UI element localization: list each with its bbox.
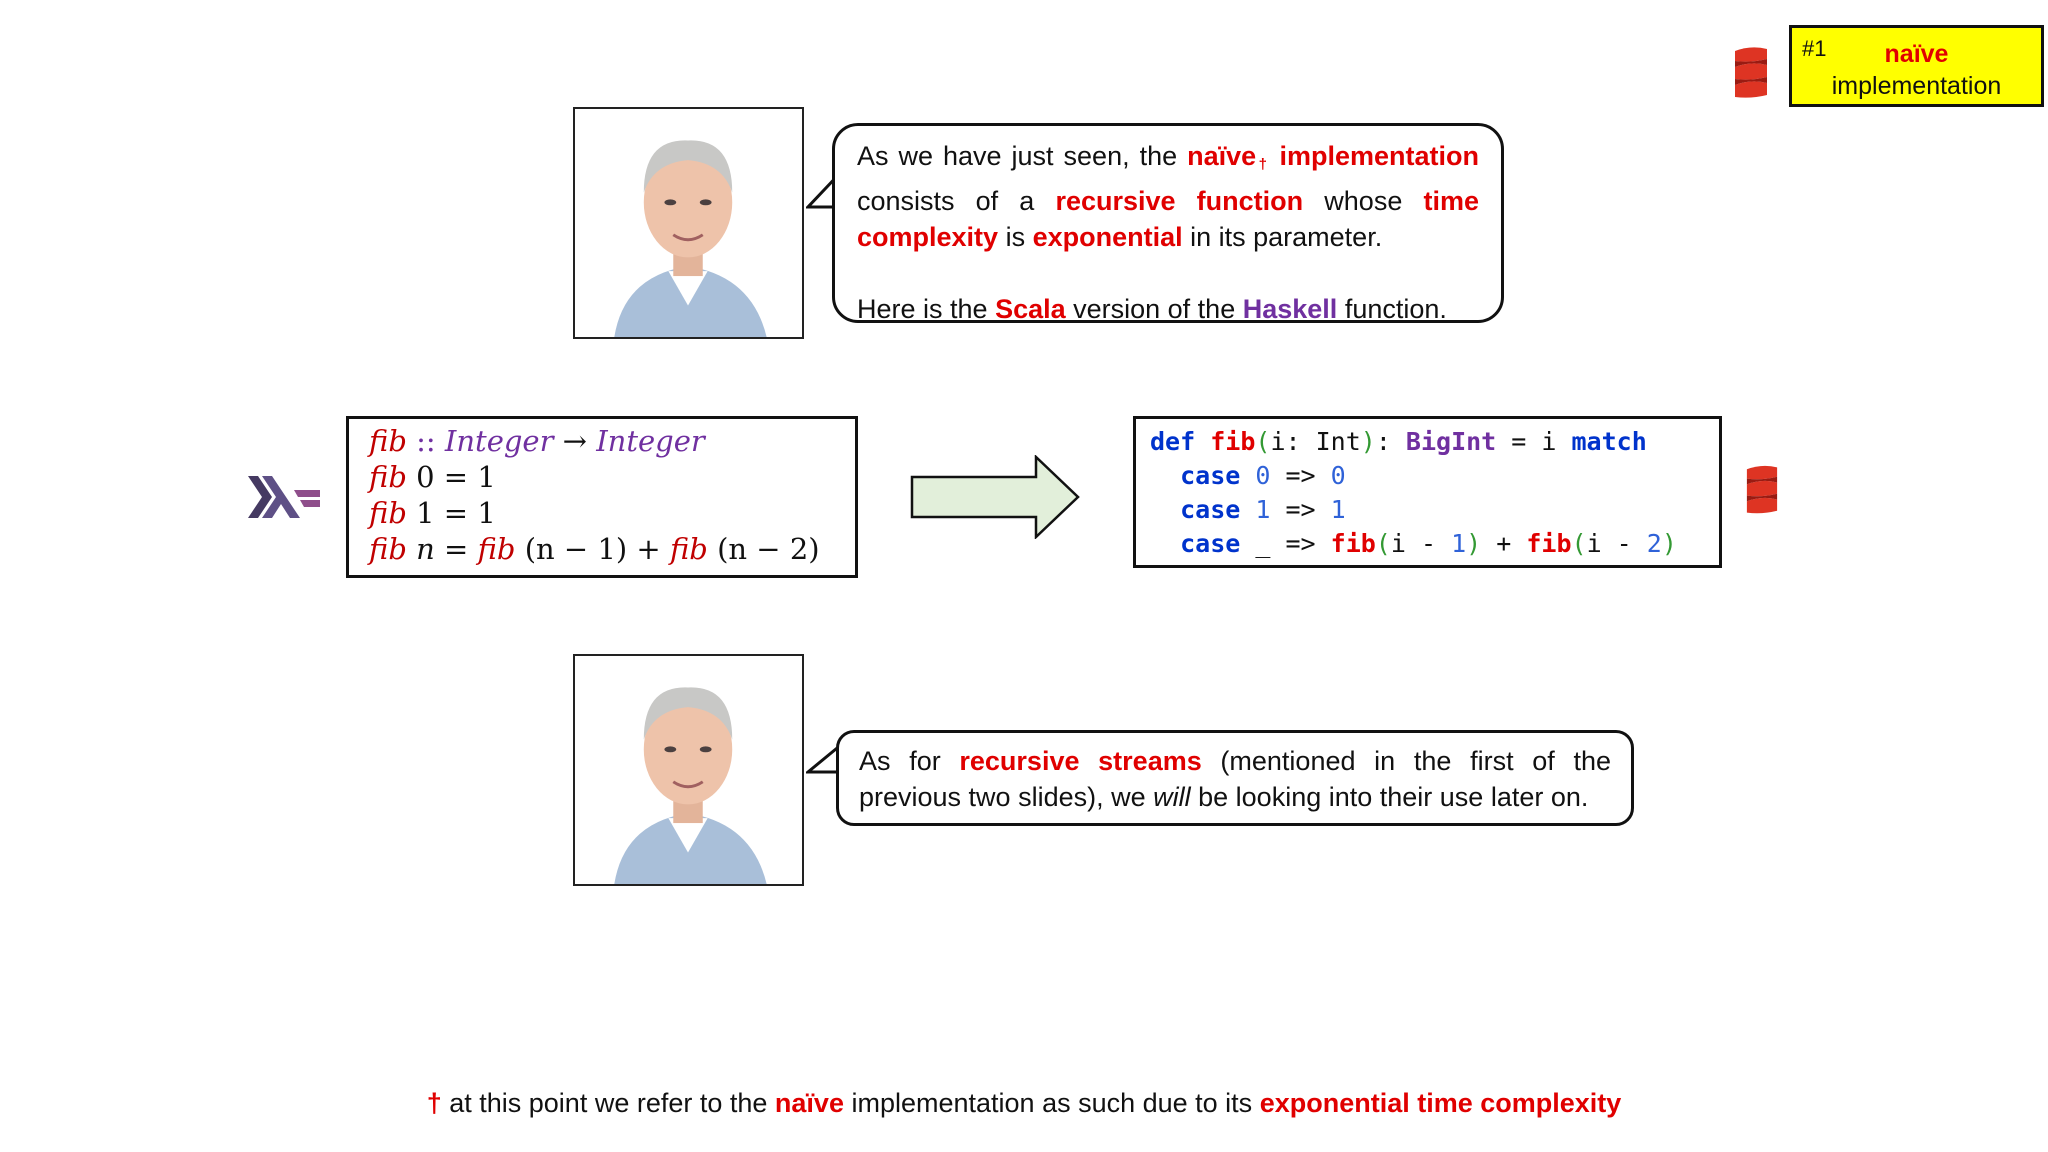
badge-number: #1: [1802, 36, 1827, 61]
portrait-image: [575, 109, 802, 337]
speaker-portrait-top: [573, 107, 804, 339]
badge-subtitle: implementation: [1831, 72, 2002, 100]
dagger-mark: †: [1256, 156, 1270, 173]
badge-title: naïve: [1884, 40, 1949, 68]
footnote-dagger: †: [426, 1088, 442, 1118]
scala-line-4: case _ => fib(i - 1) + fib(i - 2): [1180, 529, 1677, 558]
time-complexity-highlight: time complexity: [857, 186, 1479, 252]
scala-line-1: def fib(i: Int): BigInt = i match: [1150, 427, 1647, 456]
implementation-highlight: implementation: [1279, 141, 1480, 171]
scala-highlight: Scala: [995, 294, 1066, 324]
bubble1-text: As we have just seen, the: [857, 141, 1188, 171]
slide-badge: #1 naïve implementation: [1789, 25, 2044, 107]
haskell-line-3: fib 1 = 1: [369, 496, 496, 530]
haskell-line-4: fib n = fib (n − 1) + fib (n − 2): [369, 532, 820, 566]
will-emphasis: will: [1153, 782, 1191, 812]
footnote-exponential: exponential time complexity: [1259, 1088, 1622, 1118]
recursive-function-highlight: recursive function: [1055, 186, 1304, 216]
bubble-tail-icon: [806, 742, 843, 774]
speech-bubble-bottom: As for recursive streams (mentioned in t…: [806, 730, 1634, 826]
exponential-highlight: exponential: [1032, 222, 1183, 252]
footnote: † at this point we refer to the naïve im…: [426, 1088, 1622, 1118]
haskell-highlight: Haskell: [1242, 294, 1338, 324]
portrait-image: [575, 656, 802, 884]
haskell-line-1: fib :: Integer → Integer: [369, 424, 705, 458]
scala-line-3: case 1 => 1: [1180, 495, 1346, 524]
footnote-naive: naïve: [774, 1088, 844, 1118]
right-arrow-icon: [910, 454, 1082, 540]
scala-logo-icon: [1745, 462, 1779, 518]
haskell-logo-icon: [248, 476, 320, 518]
speech-bubble-top: As we have just seen, the naïve† impleme…: [806, 123, 1504, 324]
haskell-code-block: fib :: Integer → Integer fib 0 = 1 fib 1…: [346, 416, 858, 578]
scala-line-2: case 0 => 0: [1180, 461, 1346, 490]
haskell-line-2: fib 0 = 1: [369, 460, 496, 494]
naive-highlight: naïve: [1187, 141, 1257, 171]
scala-logo-icon: [1733, 45, 1769, 101]
recursive-streams-highlight: recursive streams: [959, 746, 1202, 776]
scala-code-block: def fib(i: Int): BigInt = i match case 0…: [1133, 416, 1722, 568]
speaker-portrait-bottom: [573, 654, 804, 886]
